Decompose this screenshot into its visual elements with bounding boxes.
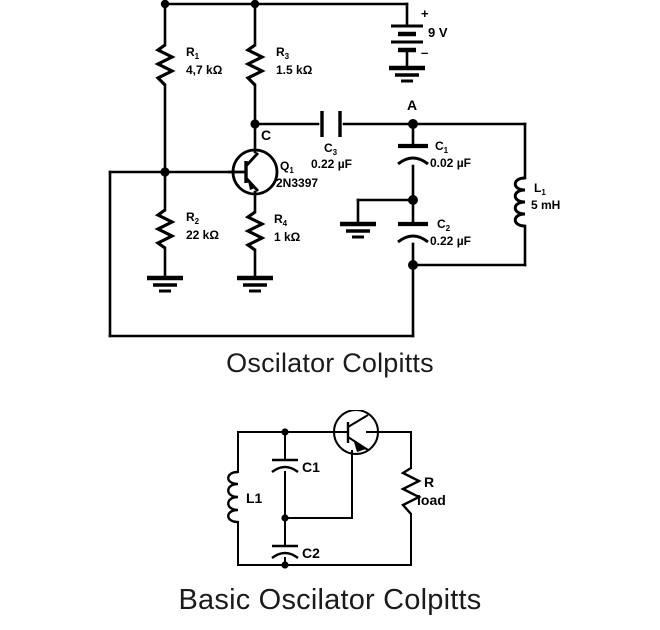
battery-9v: + 9 V –: [389, 6, 448, 83]
transistor-basic-envelope: [333, 410, 379, 455]
resistor-r2: R2 22 kΩ: [154, 208, 219, 250]
transistor-q1-emitter-lead: [244, 177, 260, 192]
transistor-q1-emitter-arrow: [248, 181, 255, 190]
junction-dot-base: [160, 167, 170, 177]
resistor-basic-rload-label-2: load: [417, 492, 446, 508]
junction-dot-r3-top: [250, 0, 260, 9]
resistor-r4-ref: R4: [274, 212, 288, 228]
node-label-a: A: [407, 97, 417, 113]
transistor-basic-emitter-lead: [347, 436, 369, 451]
inductor-l1-value: 5 mH: [531, 198, 560, 212]
capacitor-basic-c1: C1: [271, 458, 320, 475]
capacitor-c1-plate-curved: [397, 156, 429, 166]
resistor-r4: R4 1 kΩ: [244, 210, 301, 252]
resistor-r2-body: [154, 208, 176, 250]
resistor-r2-ref: R2: [186, 210, 200, 226]
ground-r2: [147, 275, 183, 293]
capacitor-c2: C2 0.22 µF: [397, 217, 471, 248]
junction-dot-tank-mid: [408, 195, 418, 205]
resistor-basic-rload-label-1: R: [424, 474, 434, 490]
transistor-q1-ref: Q1: [280, 159, 294, 175]
inductor-basic-l1: L1: [227, 470, 263, 524]
capacitor-c1: C1 0.02 µF: [397, 139, 471, 170]
resistor-r1: R1 4,7 kΩ: [154, 43, 223, 87]
colpitts-detailed-schematic: R1 4,7 kΩ R3 1.5 kΩ R2 22 kΩ R4 1: [108, 0, 560, 338]
resistor-basic-rload: R load: [400, 466, 446, 515]
resistor-basic-rload-body: [400, 466, 422, 515]
capacitor-c1-ref: C1: [435, 139, 449, 155]
node-label-collector: C: [261, 127, 271, 143]
ground-tank-mid: [340, 221, 376, 239]
transistor-basic: [333, 410, 379, 470]
junction-dot-basic-top: [281, 428, 289, 436]
capacitor-basic-c2-plate-curved: [271, 551, 299, 559]
colpitts-basic-schematic: L1 C1 C2 R load: [227, 410, 446, 569]
junction-dot-basic-mid: [281, 514, 289, 522]
resistor-r3: R3 1.5 kΩ: [244, 43, 313, 87]
resistor-r3-body: [244, 43, 266, 87]
inductor-basic-l1-coil: [227, 470, 239, 524]
transistor-basic-collector-lead: [347, 414, 369, 428]
capacitor-basic-c1-plate-curved: [271, 465, 299, 473]
ground-battery: [389, 65, 425, 83]
capacitor-basic-c1-label: C1: [302, 459, 320, 475]
resistor-r1-ref: R1: [186, 45, 200, 61]
ground-r4: [237, 275, 273, 293]
resistor-r4-body: [244, 210, 266, 252]
resistor-r1-body: [154, 43, 176, 87]
inductor-basic-l1-label: L1: [246, 490, 263, 506]
junction-dot-basic-bottom: [281, 561, 289, 569]
capacitor-c3: C3 0.22 µF: [311, 111, 352, 171]
resistor-r2-value: 22 kΩ: [186, 228, 219, 242]
capacitor-basic-c2: C2: [271, 544, 320, 561]
inductor-l1: L1 5 mH: [513, 176, 560, 228]
capacitor-c3-value: 0.22 µF: [311, 157, 352, 171]
capacitor-c3-ref: C3: [324, 141, 338, 157]
junction-dot-tank-bottom: [408, 260, 418, 270]
figure-title-bottom: Basic Oscilator Colpitts: [178, 584, 482, 616]
inductor-l1-coil: [513, 176, 526, 228]
transistor-q1-collector-lead: [244, 152, 260, 167]
capacitor-c2-value: 0.22 µF: [430, 234, 471, 248]
junction-dot-collector: [250, 119, 260, 129]
battery-plus-sign: +: [421, 6, 429, 21]
junction-dot-node-a: [408, 119, 418, 129]
capacitor-c1-value: 0.02 µF: [430, 156, 471, 170]
transistor-q1: Q1 2N3397: [228, 148, 318, 196]
resistor-r1-value: 4,7 kΩ: [186, 63, 223, 77]
capacitor-c2-ref: C2: [437, 217, 451, 233]
inductor-l1-ref: L1: [534, 181, 546, 197]
battery-minus-sign: –: [421, 45, 428, 60]
resistor-r3-value: 1.5 kΩ: [276, 63, 313, 77]
resistor-r3-ref: R3: [276, 45, 290, 61]
resistor-r4-value: 1 kΩ: [274, 230, 301, 244]
transistor-q1-part-number: 2N3397: [276, 176, 318, 190]
transistor-basic-emitter-arrow: [354, 442, 366, 452]
junction-dot-r1-top: [160, 0, 170, 9]
capacitor-c2-plate-curved: [397, 234, 429, 244]
capacitor-basic-c2-label: C2: [302, 545, 320, 561]
battery-value: 9 V: [428, 25, 448, 40]
figure-title-top: Oscilator Colpitts: [226, 348, 434, 378]
